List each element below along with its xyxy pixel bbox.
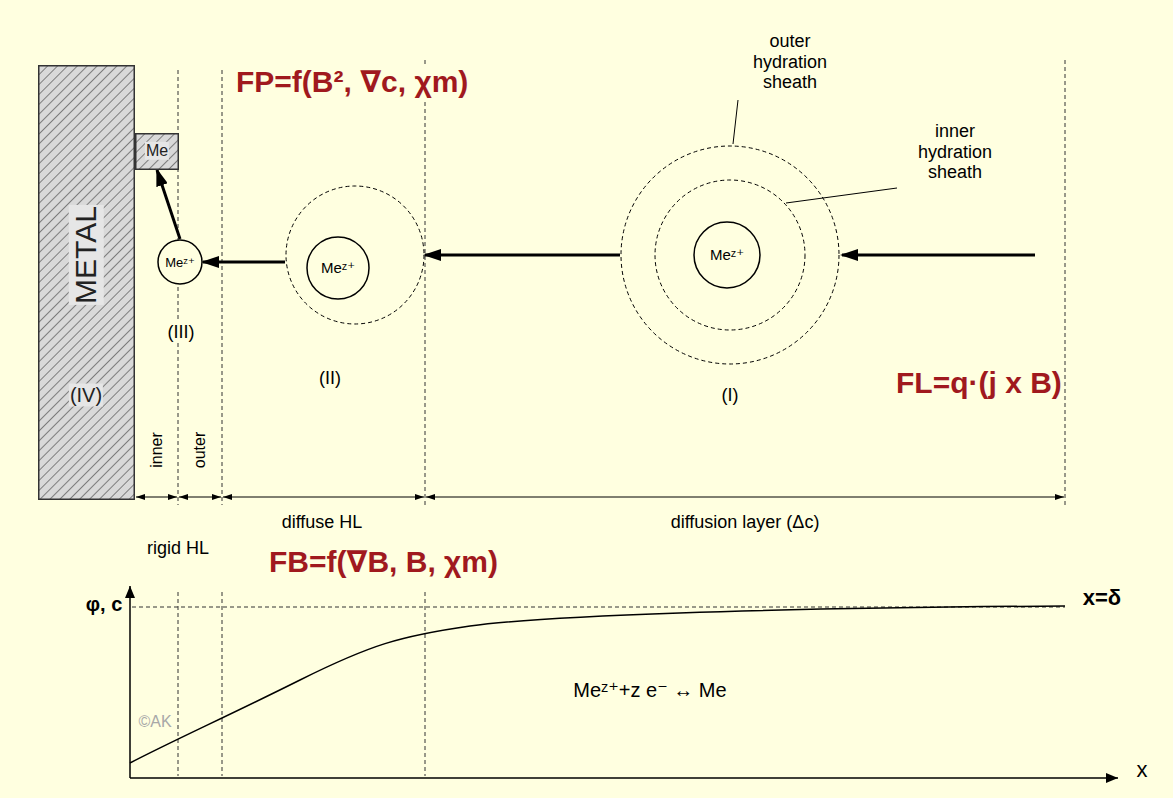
migration-arrow — [425, 254, 620, 257]
layer-name: inner — [148, 431, 166, 469]
callout-label: outer hydration sheath — [740, 31, 840, 93]
label-slot: (III) — [167, 322, 196, 343]
hydration-sheath — [621, 146, 839, 364]
layer-name: rigid HL — [146, 538, 210, 559]
hydrated-ion: Meᶻ⁺ — [620, 145, 840, 365]
node-label: Me — [145, 142, 169, 160]
label-slot: FP=f(B², ∇c, χm) — [235, 65, 469, 100]
ion-core — [694, 222, 760, 288]
boundary-line — [222, 70, 223, 505]
leader-line — [733, 100, 738, 144]
label-slot: (I) — [721, 385, 740, 406]
deposit-box: Me — [135, 133, 179, 170]
region-number: (III) — [167, 322, 196, 343]
y-axis — [129, 586, 131, 778]
node-text-slot: METAL — [69, 205, 104, 305]
label-slot: inner — [148, 431, 166, 469]
label-slot: diffusion layer (Δc) — [670, 512, 821, 533]
hatched-block — [136, 134, 179, 170]
node-label: Meᶻ⁺ — [164, 256, 196, 271]
ion-core — [307, 237, 369, 299]
label-slot: rigid HL — [146, 538, 210, 559]
boundary-line — [222, 592, 223, 776]
migration-arrow — [157, 170, 180, 239]
hatched-block — [39, 66, 135, 500]
node-label: Meᶻ⁺ — [709, 246, 745, 263]
label-slot: x=δ — [1082, 585, 1122, 610]
label-slot: outer hydration sheath — [740, 31, 840, 93]
force-formula: FB=f(∇B, B, χm) — [268, 545, 499, 580]
node-label: Meᶻ⁺ — [320, 259, 356, 276]
ion-circle: Meᶻ⁺ — [157, 239, 203, 285]
hydrated-ion: Meᶻ⁺ — [285, 185, 425, 325]
force-formula: FP=f(B², ∇c, χm) — [235, 65, 469, 100]
boundary-line — [1065, 60, 1066, 505]
reaction-equation: Meᶻ⁺+z e⁻ ↔ Me — [572, 679, 727, 702]
boundary-line — [425, 592, 426, 776]
node-text-slot: Meᶻ⁺ — [164, 253, 196, 271]
boundary-line — [425, 60, 426, 505]
layer-name: diffusion layer (Δc) — [670, 512, 821, 533]
migration-arrow — [203, 261, 285, 264]
dimension-arrow — [426, 497, 1064, 498]
node-text-slot: Me — [145, 142, 169, 160]
node-label: METAL — [69, 205, 104, 305]
layer-brackets — [136, 497, 1064, 498]
axis-label: x — [1136, 757, 1149, 782]
label-slot: FL=q·(j x B) — [895, 366, 1063, 401]
x-axis — [130, 777, 1118, 779]
hydration-sheath — [286, 186, 424, 324]
force-formula: FL=q·(j x B) — [895, 366, 1063, 401]
label-slot: outer — [191, 431, 209, 469]
label-slot: Meᶻ⁺+z e⁻ ↔ Me — [572, 679, 727, 702]
region-boundaries — [132, 60, 1065, 776]
node-text-slot: Meᶻ⁺ — [320, 259, 356, 277]
label-slot: φ, c — [85, 593, 124, 616]
label-slot: (II) — [318, 368, 342, 389]
boundary-line — [178, 592, 179, 776]
hydration-sheath — [655, 180, 805, 330]
label-slot: FB=f(∇B, B, χm) — [268, 545, 499, 580]
dimension-arrow — [179, 497, 221, 498]
label-slot: x — [1136, 757, 1149, 782]
node-text-slot: (IV) — [69, 384, 103, 407]
metal-electrode: METAL (IV) — [38, 65, 135, 500]
callout-label: inner hydration sheath — [905, 121, 1005, 183]
leader-line — [786, 188, 897, 203]
node-text-slot: Meᶻ⁺ — [709, 246, 745, 264]
axis-label: φ, c — [85, 593, 124, 616]
dimension-arrow — [223, 497, 424, 498]
region-number: (I) — [721, 385, 740, 406]
layer-name: diffuse HL — [281, 512, 364, 533]
node-label: (IV) — [69, 384, 103, 407]
label-slot: inner hydration sheath — [905, 121, 1005, 183]
label-slot: ©AK — [137, 713, 172, 731]
layer-name: outer — [191, 431, 209, 469]
node-outline — [285, 185, 425, 325]
ion-core — [158, 240, 202, 284]
dimension-arrow — [136, 497, 177, 498]
incoming-arrow — [842, 254, 1035, 257]
potential-curve — [130, 606, 1065, 763]
watermark: ©AK — [137, 713, 172, 731]
label-slot: diffuse HL — [281, 512, 364, 533]
axis-marker: x=δ — [1082, 585, 1122, 610]
region-number: (II) — [318, 368, 342, 389]
